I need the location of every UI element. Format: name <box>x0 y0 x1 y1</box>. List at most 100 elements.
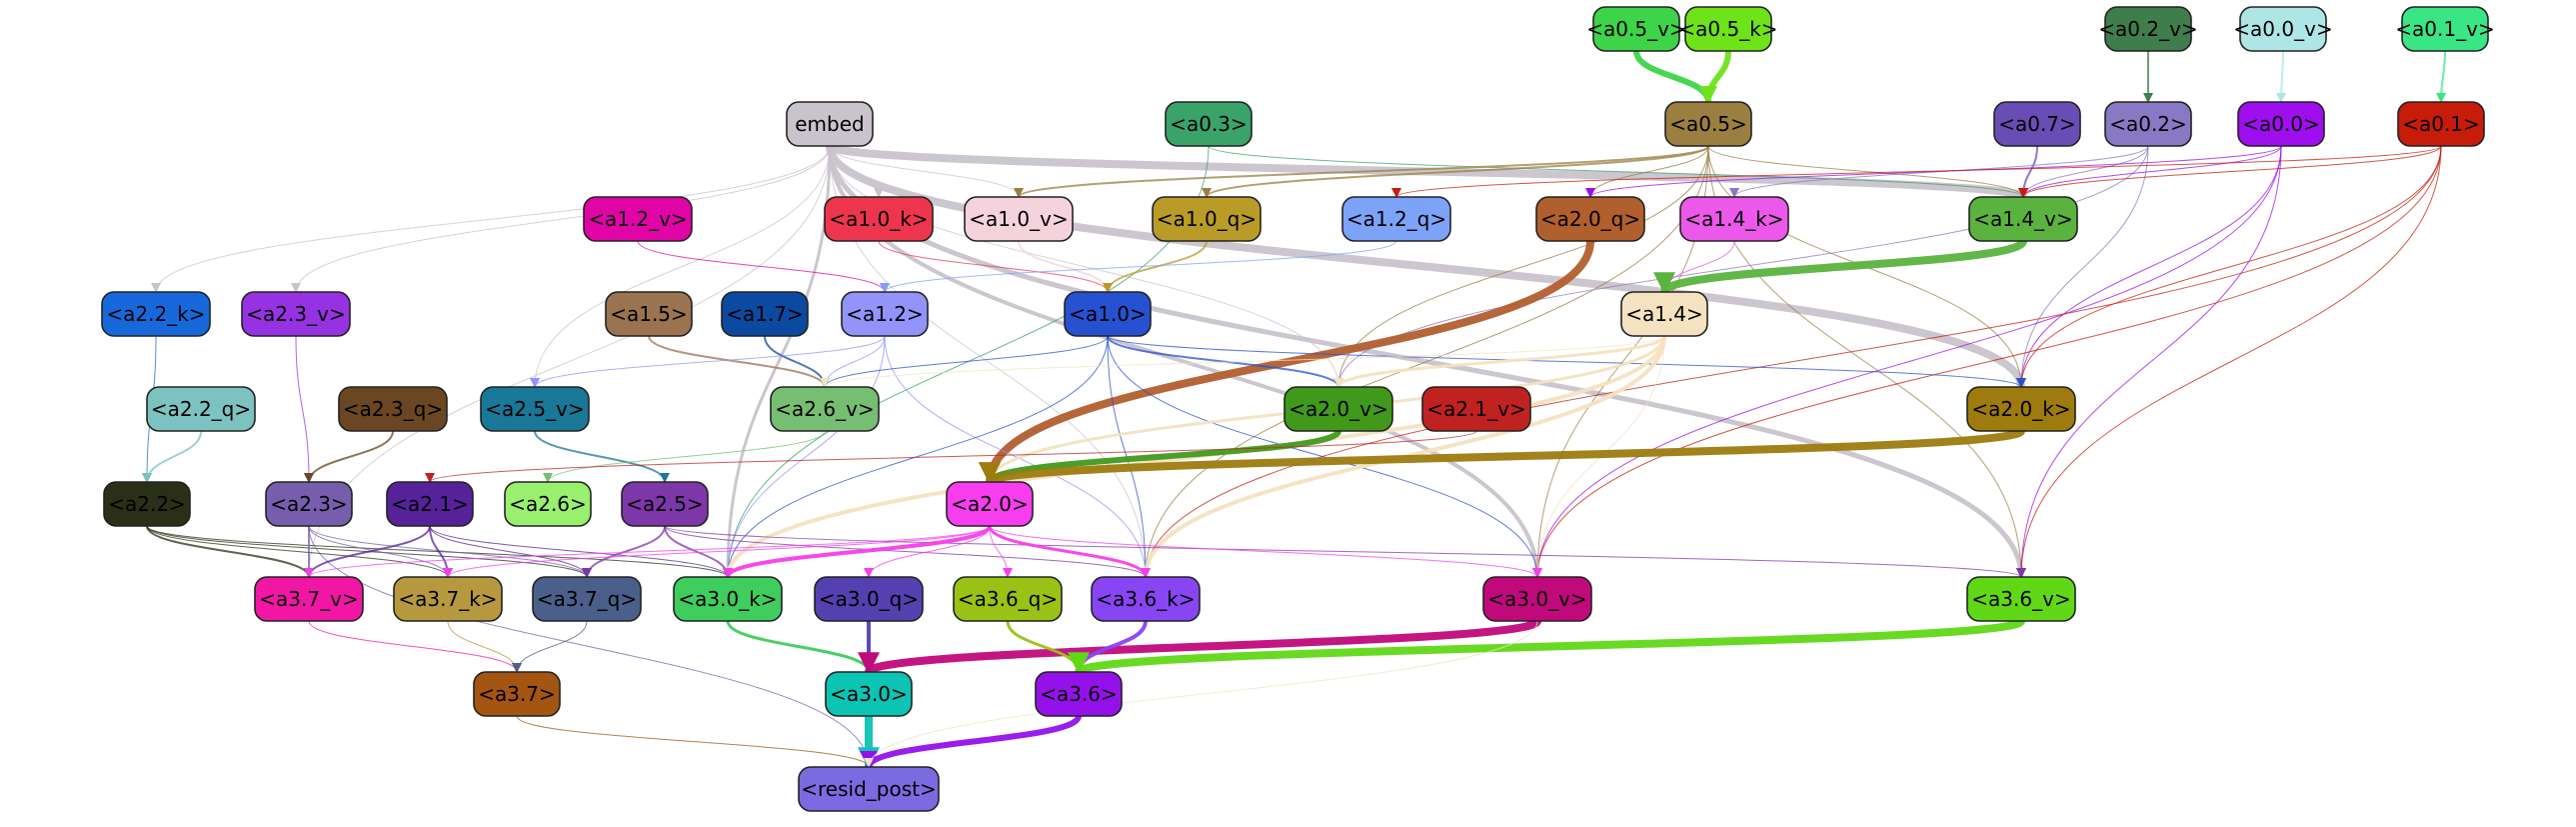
edge-a1_7-to-a2_6_v <box>764 335 830 388</box>
node-a1_0_k[interactable]: <a1.0_k> <box>824 196 934 242</box>
node-a0_5[interactable]: <a0.5> <box>1664 101 1752 147</box>
node-box-a3_0_v <box>1482 576 1592 622</box>
node-a2_2[interactable]: <a2.2> <box>103 481 191 527</box>
edge-a3_7_v-to-a3_7 <box>308 620 522 673</box>
node-a3_6_q[interactable]: <a3.6_q> <box>953 576 1063 622</box>
node-a2_0[interactable]: <a2.0> <box>946 481 1034 527</box>
edge-a0_5-to-a1_4_v <box>1707 145 2028 198</box>
node-a2_3_q[interactable]: <a2.3_q> <box>338 386 448 432</box>
node-a3_7[interactable]: <a3.7> <box>473 671 561 717</box>
edge-a1_0-to-a2_0_v <box>1107 335 1343 388</box>
node-a1_2[interactable]: <a1.2> <box>841 291 929 337</box>
node-label-a0_5_v: <a0.5_v> <box>1586 17 1685 41</box>
node-a1_0_q[interactable]: <a1.0_q> <box>1152 196 1262 242</box>
node-label-a1_5: <a1.5> <box>610 302 688 326</box>
node-a1_4[interactable]: <a1.4> <box>1620 291 1708 337</box>
node-a3_7_k[interactable]: <a3.7_k> <box>393 576 503 622</box>
node-a0_7[interactable]: <a0.7> <box>1993 101 2081 147</box>
edge-a2_1-to-a3_0_k <box>429 525 733 578</box>
node-a0_2[interactable]: <a0.2> <box>2104 101 2192 147</box>
edge-a0_1-to-a3_6_k <box>1141 145 2442 578</box>
node-label-a0_1_v: <a0.1_v> <box>2395 17 2494 41</box>
node-a2_1[interactable]: <a2.1> <box>386 481 474 527</box>
node-a3_0_v[interactable]: <a3.0_v> <box>1482 576 1592 622</box>
node-a0_1_v[interactable]: <a0.1_v> <box>2395 6 2495 52</box>
node-a2_0_k[interactable]: <a2.0_k> <box>1966 386 2076 432</box>
node-a2_0_q[interactable]: <a2.0_q> <box>1535 196 1645 242</box>
node-box-a3_6_k <box>1091 576 1201 622</box>
node-a3_6[interactable]: <a3.6> <box>1035 671 1123 717</box>
node-label-a2_3: <a2.3> <box>270 492 348 516</box>
node-a1_2_v[interactable]: <a1.2_v> <box>583 196 693 242</box>
node-a0_1[interactable]: <a0.1> <box>2397 101 2485 147</box>
node-a2_3_v[interactable]: <a2.3_v> <box>241 291 351 337</box>
node-a3_0[interactable]: <a3.0> <box>825 671 913 717</box>
node-a1_4_v[interactable]: <a1.4_v> <box>1968 196 2078 242</box>
node-label-a2_0_k: <a2.0_k> <box>1971 397 2070 421</box>
node-a3_0_q[interactable]: <a3.0_q> <box>814 576 924 622</box>
node-box-a0_1_v <box>2401 6 2489 52</box>
node-box-a2_2_k <box>101 291 211 337</box>
edge-a1_0-to-a2_0_k <box>1107 335 2026 388</box>
node-box-a2_2_q <box>146 386 256 432</box>
node-box-a1_0 <box>1064 291 1152 337</box>
node-a2_1_v[interactable]: <a2.1_v> <box>1421 386 1531 432</box>
node-a1_0[interactable]: <a1.0> <box>1064 291 1152 337</box>
edge-a2_0-to-a3_7_k <box>443 525 991 578</box>
node-label-a0_2: <a0.2> <box>2109 112 2187 136</box>
node-label-a1_7: <a1.7> <box>726 302 804 326</box>
node-a2_6[interactable]: <a2.6> <box>504 481 592 527</box>
edge-a0_1_v-to-a0_1 <box>2436 50 2447 103</box>
node-a3_7_q[interactable]: <a3.7_q> <box>532 576 642 622</box>
node-a0_3[interactable]: <a0.3> <box>1165 101 1253 147</box>
node-a0_0_v[interactable]: <a0.0_v> <box>2233 6 2333 52</box>
node-resid_post[interactable]: <resid_post> <box>798 766 940 812</box>
node-a2_5_v[interactable]: <a2.5_v> <box>480 386 590 432</box>
node-a0_2_v[interactable]: <a0.2_v> <box>2098 6 2198 52</box>
edge-a1_0-to-a3_0_k <box>723 335 1109 578</box>
edge-a3_0_v-to-resid_post <box>864 620 1538 768</box>
node-label-a2_0_v: <a2.0_v> <box>1288 397 1387 421</box>
node-embed[interactable]: embed <box>786 101 874 147</box>
node-a2_2_k[interactable]: <a2.2_k> <box>101 291 211 337</box>
node-box-a2_0_k <box>1966 386 2076 432</box>
node-a0_0[interactable]: <a0.0> <box>2237 101 2325 147</box>
node-box-a3_6_v <box>1966 576 2076 622</box>
edge-a2_0_q-to-a2_0 <box>979 240 1594 485</box>
node-box-a3_0_q <box>814 576 924 622</box>
edge-a2_2-to-a3_7_v <box>146 525 314 578</box>
edge-a0_5_v-to-a0_5 <box>1633 50 1717 104</box>
node-a3_6_v[interactable]: <a3.6_v> <box>1966 576 2076 622</box>
edge-a0_0-to-a3_0_v <box>1532 145 2282 578</box>
node-label-embed: embed <box>795 112 864 136</box>
node-a2_5[interactable]: <a2.5> <box>621 481 709 527</box>
edge-a2_2-to-a3_0_k <box>146 525 733 578</box>
node-a2_3[interactable]: <a2.3> <box>265 481 353 527</box>
node-a3_6_k[interactable]: <a3.6_k> <box>1091 576 1201 622</box>
node-label-a0_0: <a0.0> <box>2242 112 2320 136</box>
edge-a3_0_v-to-a3_0 <box>858 617 1541 676</box>
node-a2_2_q[interactable]: <a2.2_q> <box>146 386 256 432</box>
node-a2_0_v[interactable]: <a2.0_v> <box>1284 386 1393 432</box>
node-a1_5[interactable]: <a1.5> <box>605 291 693 337</box>
node-a1_0_v[interactable]: <a1.0_v> <box>964 196 1074 242</box>
node-a1_4_k[interactable]: <a1.4_k> <box>1679 196 1789 242</box>
edge-a0_5-to-a3_6_k <box>1141 145 1709 578</box>
edge-embed-to-a2_0_k <box>826 145 2026 388</box>
node-label-a2_6_v: <a2.6_v> <box>775 397 874 421</box>
edge-a1_2-to-a2_5_v <box>530 335 886 388</box>
node-box-resid_post <box>798 766 940 812</box>
edge-a2_3-to-a3_7_q <box>308 525 592 578</box>
node-label-a2_0_q: <a2.0_q> <box>1540 207 1640 231</box>
node-a0_5_k[interactable]: <a0.5_k> <box>1678 6 1778 52</box>
node-a2_6_v[interactable]: <a2.6_v> <box>770 386 880 432</box>
node-a1_7[interactable]: <a1.7> <box>721 291 809 337</box>
node-a3_7_v[interactable]: <a3.7_v> <box>254 576 364 622</box>
node-label-a3_7: <a3.7> <box>478 682 556 706</box>
edge-a3_6_q-to-a3_6 <box>1006 620 1085 674</box>
node-label-a0_3: <a0.3> <box>1170 112 1248 136</box>
node-a1_2_q[interactable]: <a1.2_q> <box>1341 196 1451 242</box>
node-a3_0_k[interactable]: <a3.0_k> <box>673 576 783 622</box>
edge-a2_3_v-to-a2_3 <box>295 335 314 483</box>
node-a0_5_v[interactable]: <a0.5_v> <box>1586 6 1686 52</box>
